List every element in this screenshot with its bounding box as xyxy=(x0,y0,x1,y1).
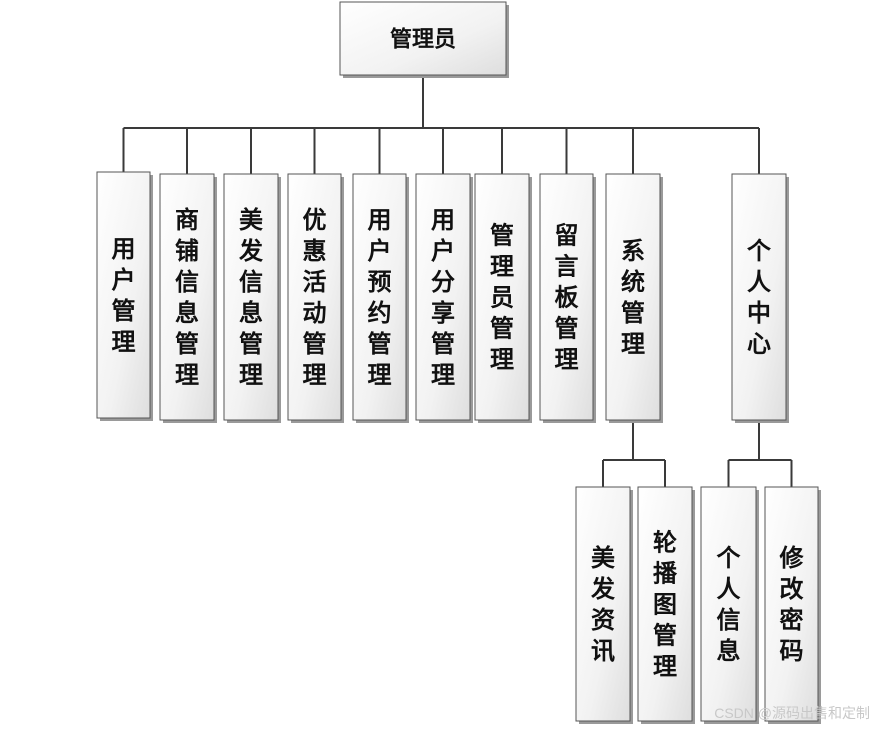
root-node-admin: 管理员 xyxy=(339,1,509,78)
module-node-char: 用 xyxy=(431,206,455,234)
submodule-node-char: 美 xyxy=(591,544,615,572)
module-node-char: 预 xyxy=(368,268,392,296)
module-node-char: 系 xyxy=(621,237,645,265)
module-node-char: 享 xyxy=(431,299,455,327)
submodule-node-char: 改 xyxy=(780,575,804,603)
module-node-char: 管 xyxy=(303,330,327,358)
module-node-char: 管 xyxy=(112,297,136,325)
submodule-node-char: 轮 xyxy=(653,529,677,557)
module-node-char: 管 xyxy=(621,299,645,327)
submodule-node-char: 个 xyxy=(717,544,742,572)
root-node-admin-label: 管理员 xyxy=(390,26,456,52)
module-node-char: 户 xyxy=(368,237,392,265)
module-node-char: 管 xyxy=(490,315,514,343)
module-node-char: 中 xyxy=(747,299,771,327)
module-node-char: 理 xyxy=(303,361,327,389)
submodule-node-char: 息 xyxy=(717,637,741,665)
module-node-char: 员 xyxy=(490,284,514,312)
module-node-char: 理 xyxy=(239,361,263,389)
submodule-node-char: 发 xyxy=(590,575,615,603)
submodule-node-char: 修 xyxy=(779,544,805,572)
submodule-node-char: 资 xyxy=(591,606,615,634)
module-node-char: 户 xyxy=(112,266,136,294)
module-node-char: 言 xyxy=(555,253,579,281)
module-node-char: 动 xyxy=(303,299,327,327)
submodule-node-char: 管 xyxy=(653,622,677,650)
module-node-char: 统 xyxy=(621,268,645,296)
module-node-char: 息 xyxy=(239,299,263,327)
module-node-char: 信 xyxy=(175,268,199,296)
module-node-char: 优 xyxy=(303,206,327,234)
module-node-char: 理 xyxy=(431,361,455,389)
module-node-char: 理 xyxy=(175,361,199,389)
module-node-char: 管 xyxy=(368,330,392,358)
module-node-char: 人 xyxy=(747,268,771,296)
submodule-node-char: 理 xyxy=(653,653,677,681)
module-node-char: 发 xyxy=(238,237,263,265)
submodule-node-char: 图 xyxy=(653,591,677,619)
module-node-char: 板 xyxy=(555,284,580,312)
submodule-node-char: 人 xyxy=(717,575,741,603)
module-node-char: 商 xyxy=(175,206,199,234)
module-node-char: 户 xyxy=(431,237,455,265)
module-node-char: 理 xyxy=(490,253,514,281)
watermark: CSDN @源码出售和定制 xyxy=(714,705,870,721)
module-node-char: 管 xyxy=(490,222,514,250)
module-node-char: 管 xyxy=(555,315,579,343)
module-node-char: 分 xyxy=(431,268,455,296)
module-node-char: 个 xyxy=(747,237,772,265)
module-node-char: 理 xyxy=(621,330,645,358)
submodule-node-char: 讯 xyxy=(591,637,615,665)
connector-lines xyxy=(122,75,793,487)
module-node-char: 惠 xyxy=(303,237,327,265)
module-node-char: 管 xyxy=(431,330,455,358)
module-node-char: 用 xyxy=(112,235,136,263)
submodule-node-char: 播 xyxy=(653,560,678,588)
module-node-char: 管 xyxy=(175,330,199,358)
node-boxes: 管理员用户管理商铺信息管理美发信息管理优惠活动管理用户预约管理用户分享管理管理员… xyxy=(96,1,821,724)
module-node-char: 息 xyxy=(175,299,199,327)
module-node-char: 信 xyxy=(239,268,263,296)
submodule-node-char: 信 xyxy=(717,606,741,634)
module-node-char: 留 xyxy=(555,222,579,250)
module-node-char: 管 xyxy=(239,330,263,358)
module-node-char: 理 xyxy=(112,328,136,356)
module-node-char: 理 xyxy=(368,361,392,389)
module-node-char: 心 xyxy=(747,330,771,358)
module-node-char: 美 xyxy=(239,206,263,234)
module-node-char: 理 xyxy=(490,346,514,374)
module-node-char: 活 xyxy=(303,268,327,296)
module-node-char: 理 xyxy=(555,346,579,374)
module-node-char: 用 xyxy=(368,206,392,234)
module-node-char: 铺 xyxy=(175,237,199,265)
submodule-node-char: 码 xyxy=(780,637,804,665)
module-node-char: 约 xyxy=(368,299,392,327)
submodule-node-char: 密 xyxy=(780,606,804,634)
